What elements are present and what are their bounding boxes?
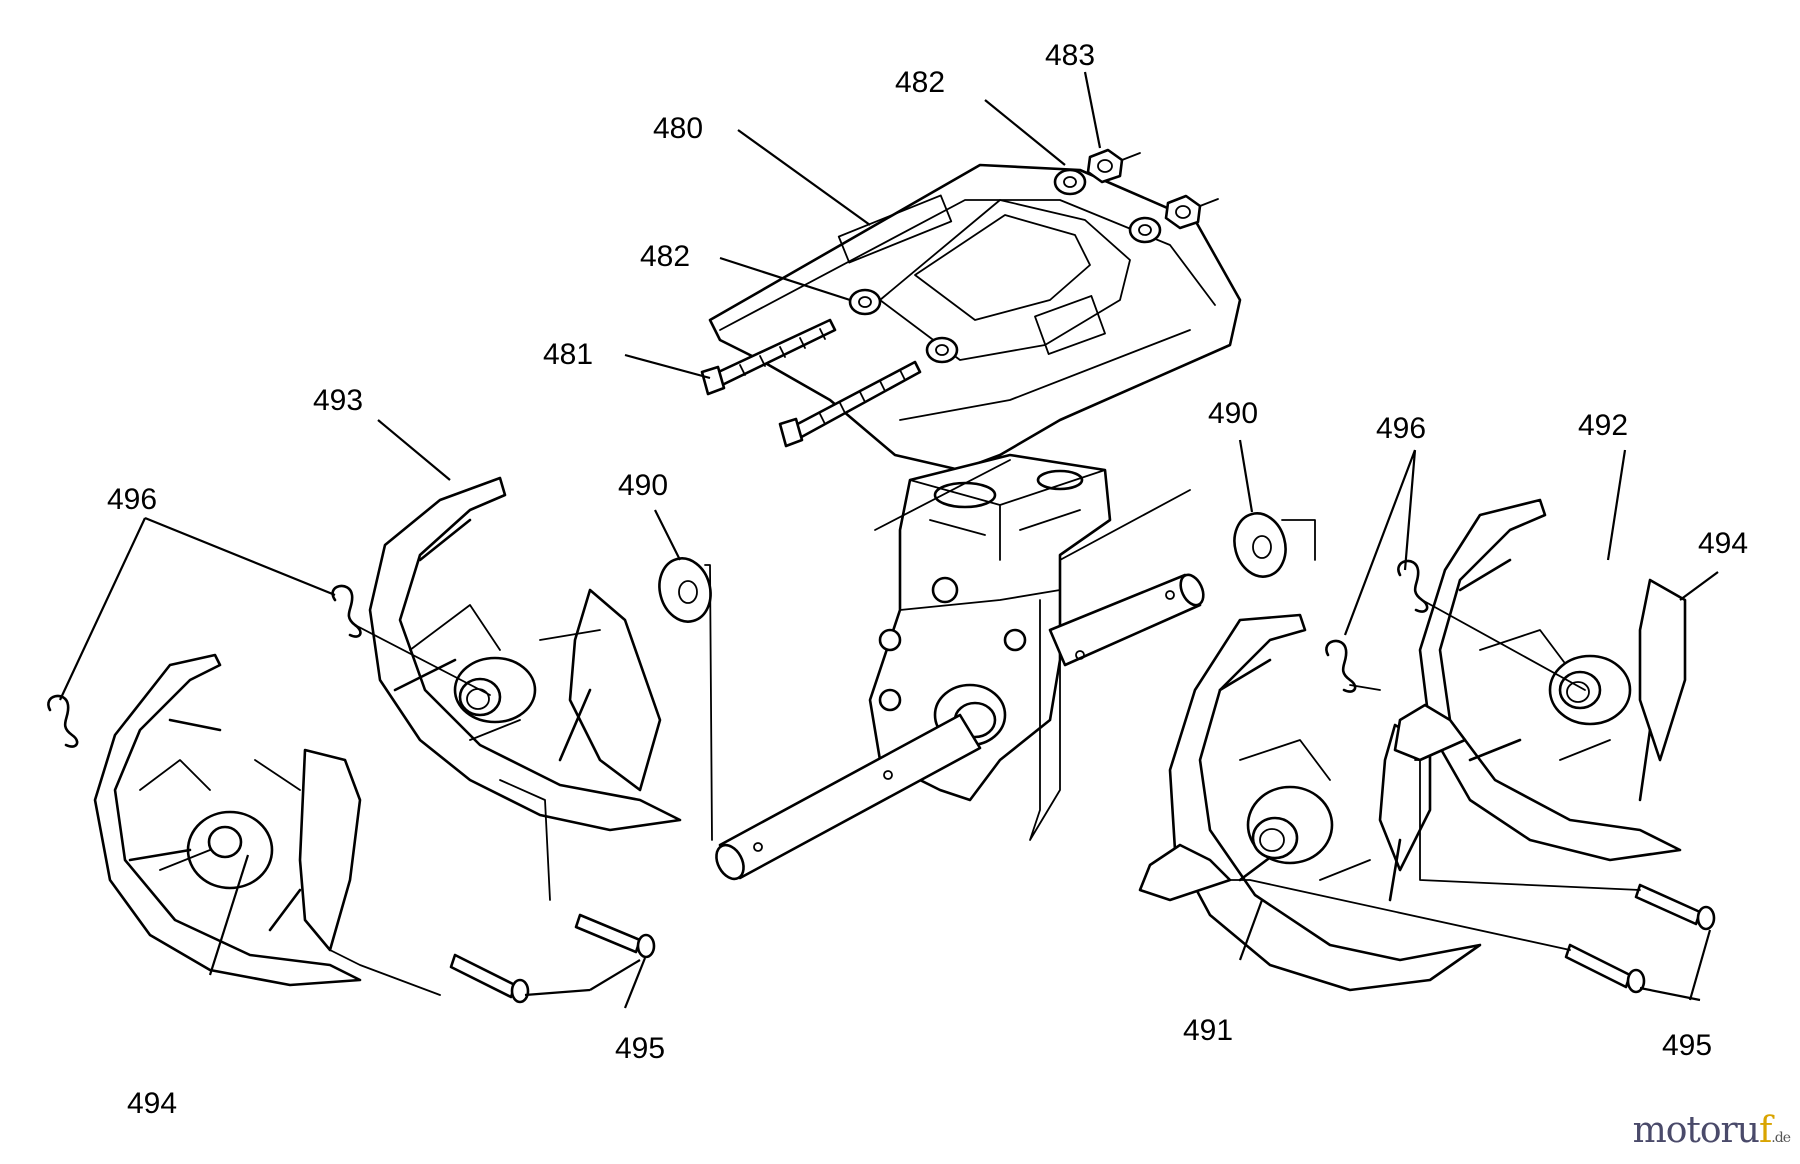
callout-481: 481: [543, 338, 593, 371]
nut-483-top: [1086, 148, 1124, 184]
tine-assembly-492: [1393, 498, 1687, 862]
callout-480: 480: [653, 112, 703, 145]
callout-491: 491: [1183, 1014, 1233, 1047]
hairpin-left-upper: [331, 584, 362, 638]
callout-495-right: 495: [1662, 1029, 1712, 1062]
tine-assembly-493: [368, 476, 682, 832]
leader-lines: [59, 71, 1719, 1009]
washer-482-top: [1053, 168, 1087, 196]
callout-483: 483: [1045, 39, 1095, 72]
watermark-accent: f: [1758, 1110, 1772, 1151]
transmission-housing: [868, 453, 1112, 841]
thrust-washer-left: [658, 557, 713, 841]
callout-493: 493: [313, 384, 363, 417]
washer-482-right: [1128, 216, 1162, 244]
hairpin-right-upper: [1397, 559, 1429, 613]
bolt-lower: [778, 360, 922, 448]
callout-482-top: 482: [895, 66, 945, 99]
thrust-washer-right: [1233, 512, 1316, 578]
tine-assembly-491: [1138, 613, 1482, 992]
clevis-pin-right-upper: [1634, 883, 1716, 931]
watermark-logo: motoruf.de: [1632, 1110, 1791, 1151]
callout-496-left: 496: [107, 483, 157, 516]
tine-shaft: [715, 459, 1205, 881]
callout-494-right: 494: [1698, 527, 1748, 560]
clevis-pin-right-lower: [1564, 943, 1646, 994]
hairpin-right-lower: [1325, 639, 1357, 693]
callout-494-left: 494: [127, 1087, 177, 1120]
hairpin-left-lower: [47, 694, 79, 748]
tine-assembly-494-left: [93, 653, 362, 987]
callout-496-right: 496: [1376, 412, 1426, 445]
washer-482-center: [925, 336, 959, 364]
nut-483-right: [1164, 194, 1202, 230]
clevis-pin-left-upper: [574, 913, 656, 959]
callout-492: 492: [1578, 409, 1628, 442]
bolt-upper: [700, 318, 837, 396]
callout-495-left: 495: [615, 1032, 665, 1065]
watermark-tld: .de: [1771, 1130, 1791, 1146]
callout-490-left: 490: [618, 469, 668, 502]
callout-490-right: 490: [1208, 397, 1258, 430]
tine-shield: [708, 163, 1242, 472]
washer-482-left: [848, 288, 882, 316]
watermark-brand: motoru: [1632, 1110, 1760, 1151]
clevis-pin-left-lower: [449, 953, 530, 1004]
callout-labels: 480 481 482 482 483 490 490 491 492 493 …: [107, 39, 1748, 1120]
callout-482-left: 482: [640, 240, 690, 273]
